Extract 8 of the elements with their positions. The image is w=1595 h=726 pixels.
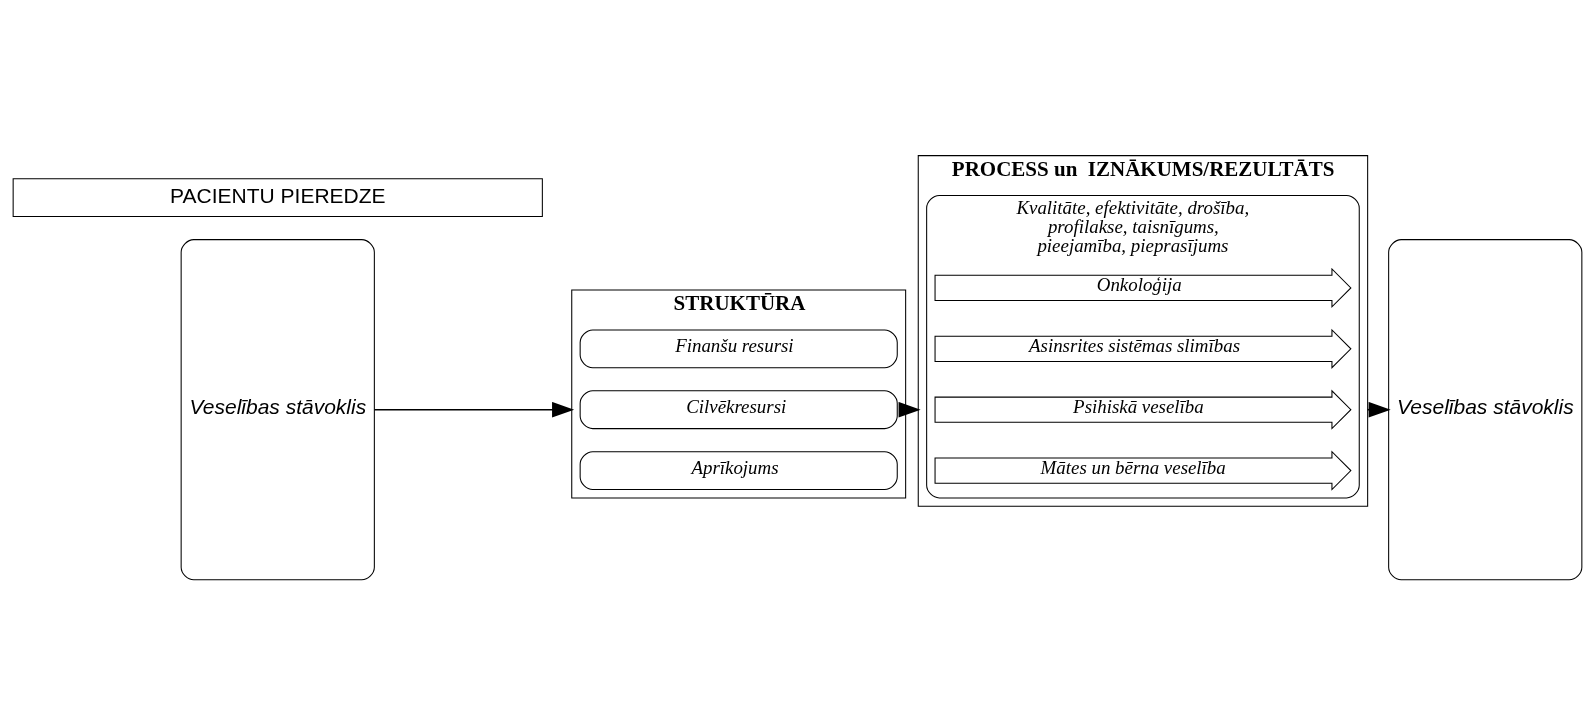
arrow bbox=[898, 401, 921, 417]
node-box: PACIENTU PIEREDZE bbox=[12, 177, 543, 217]
node-box: Aprīkojums bbox=[579, 450, 898, 490]
arrow bbox=[373, 401, 575, 417]
node-box: Finanšu resursi bbox=[579, 328, 898, 368]
node-box: Veselības stāvoklis bbox=[1388, 238, 1583, 580]
node-box: Veselības stāvoklis bbox=[180, 238, 375, 580]
node-box: Cilvēkresursi bbox=[579, 389, 898, 429]
